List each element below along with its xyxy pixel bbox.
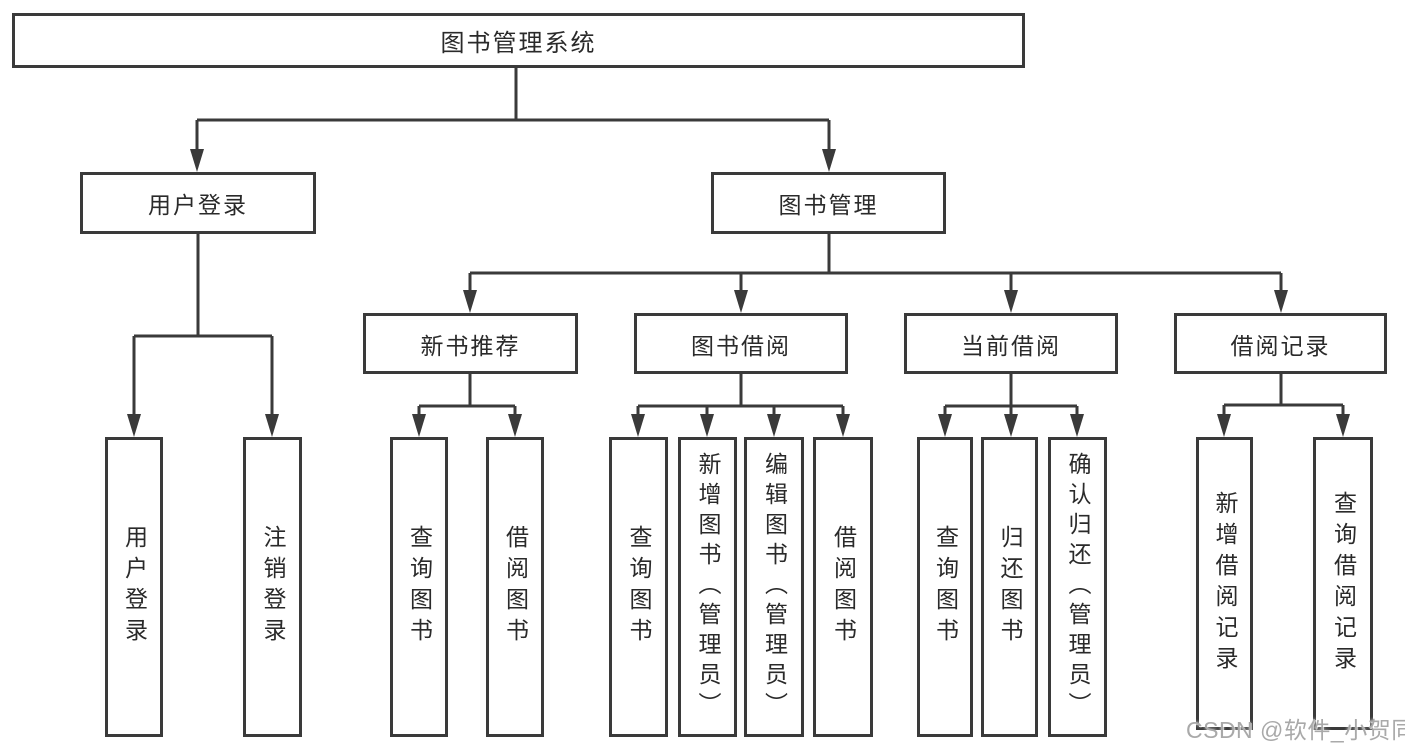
node-current-borrow: 当前借阅: [904, 313, 1118, 374]
node-book-management: 图书管理: [711, 172, 946, 234]
leaf-edit-books-admin: 编辑图书（管理员）: [744, 437, 804, 737]
leaf-query-books-current: 查询图书: [917, 437, 973, 737]
leaf-add-books-admin: 新增图书（管理员）: [678, 437, 737, 737]
leaf-user-login: 用户登录: [105, 437, 163, 737]
node-root: 图书管理系统: [12, 13, 1025, 68]
leaf-logout: 注销登录: [243, 437, 302, 737]
node-new-book-recommend: 新书推荐: [363, 313, 578, 374]
leaf-confirm-return-admin: 确认归还（管理员）: [1048, 437, 1107, 737]
watermark: CSDN @软件_小贺同学: [1186, 717, 1405, 743]
node-book-borrow: 图书借阅: [634, 313, 848, 374]
leaf-borrow-books: 借阅图书: [813, 437, 873, 737]
node-user-login: 用户登录: [80, 172, 316, 234]
leaf-query-books-recommend: 查询图书: [390, 437, 448, 737]
node-borrow-records: 借阅记录: [1174, 313, 1387, 374]
leaf-add-borrow-record: 新增借阅记录: [1196, 437, 1253, 730]
leaf-query-books-borrow: 查询图书: [609, 437, 668, 737]
leaf-borrow-books-recommend: 借阅图书: [486, 437, 544, 737]
leaf-return-books: 归还图书: [981, 437, 1038, 737]
leaf-query-borrow-record: 查询借阅记录: [1313, 437, 1373, 730]
